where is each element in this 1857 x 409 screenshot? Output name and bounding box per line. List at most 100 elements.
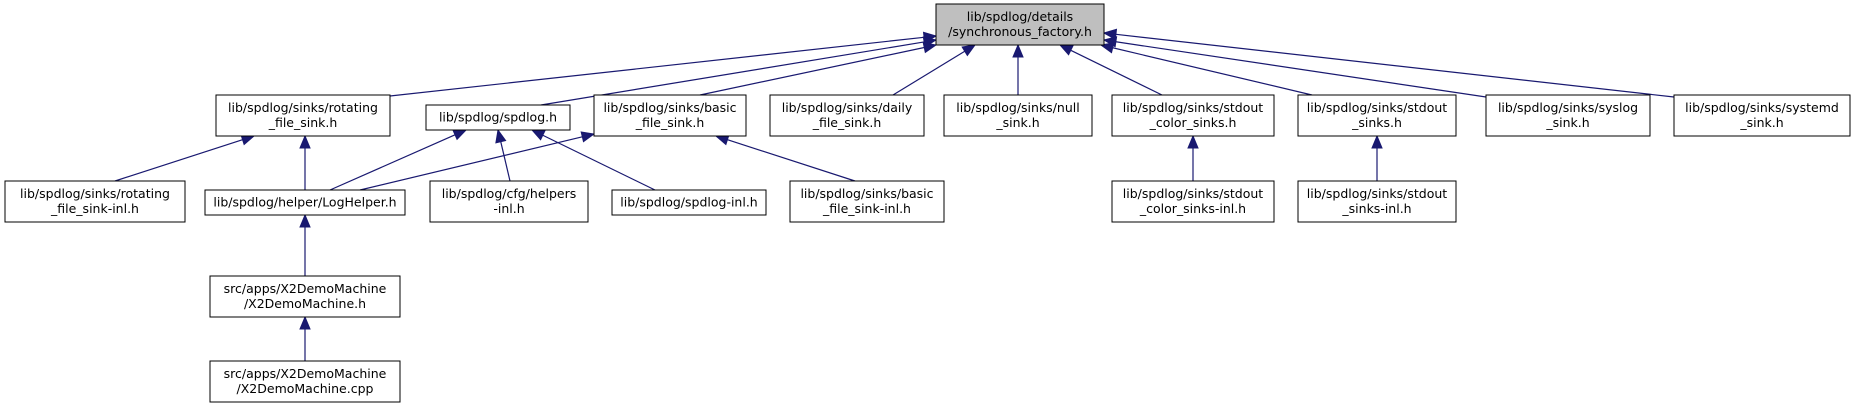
node-label-line: lib/spdlog/details: [967, 9, 1073, 24]
edge-cfg_helpers_inl-to-spdlog_h: [495, 128, 511, 182]
edge-line: [892, 50, 966, 96]
node-null_sink[interactable]: lib/spdlog/sinks/null_sink.h: [943, 94, 1093, 137]
node-label-line: lib/spdlog/sinks/null: [956, 100, 1079, 115]
node-label-line: lib/spdlog/spdlog-inl.h: [620, 195, 757, 210]
node-daily_file_sink[interactable]: lib/spdlog/sinks/daily_file_sink.h: [769, 94, 925, 137]
node-box[interactable]: [209, 275, 401, 318]
node-box[interactable]: [1297, 180, 1457, 223]
node-x2demo_cpp[interactable]: src/apps/X2DemoMachine/X2DemoMachine.cpp: [209, 360, 401, 403]
node-box[interactable]: [1673, 94, 1851, 137]
node-box[interactable]: [1111, 180, 1275, 223]
node-basic_file_sink[interactable]: lib/spdlog/sinks/basic_file_sink.h: [593, 94, 747, 137]
edge-line: [329, 134, 456, 191]
node-box[interactable]: [593, 94, 747, 137]
arrowhead-icon: [1012, 43, 1024, 58]
node-label-line: _sink.h: [1739, 115, 1783, 130]
edge-null_sink-to-sync_factory: [1012, 43, 1024, 95]
edge-line: [540, 41, 925, 106]
arrowhead-icon: [922, 41, 938, 54]
node-box[interactable]: [204, 189, 406, 216]
node-stdout_color_sinks[interactable]: lib/spdlog/sinks/stdout_color_sinks.h: [1111, 94, 1275, 137]
node-label-line: /synchronous_factory.h: [948, 24, 1092, 39]
edge-stdout_sinks-to-sync_factory: [1099, 42, 1313, 96]
node-box[interactable]: [215, 94, 391, 137]
node-box[interactable]: [935, 3, 1105, 46]
node-basic_file_sink_inl[interactable]: lib/spdlog/sinks/basic_file_sink-inl.h: [789, 180, 945, 223]
node-label-line: _file_sink.h: [635, 115, 705, 130]
node-box[interactable]: [209, 360, 401, 403]
node-label-line: _sinks-inl.h: [1341, 201, 1411, 216]
node-label-line: lib/spdlog/sinks/rotating: [20, 186, 170, 201]
node-x2demo_h[interactable]: src/apps/X2DemoMachine/X2DemoMachine.h: [209, 275, 401, 318]
arrowhead-icon: [1102, 36, 1118, 48]
node-label-line: _sinks.h: [1351, 115, 1402, 130]
node-label-line: lib/spdlog/sinks/daily: [782, 100, 913, 115]
node-box[interactable]: [1485, 94, 1651, 137]
node-sync_factory[interactable]: lib/spdlog/details/synchronous_factory.h: [935, 3, 1105, 46]
edge-loghelper-to-basic_file_sink: [359, 131, 596, 191]
node-box[interactable]: [429, 180, 589, 223]
arrowhead-icon: [495, 128, 507, 144]
edge-line: [1112, 47, 1313, 96]
edge-line: [359, 136, 583, 191]
arrowhead-icon: [452, 129, 468, 141]
node-stdout_sinks[interactable]: lib/spdlog/sinks/stdout_sinks.h: [1297, 94, 1457, 137]
arrowhead-icon: [1102, 28, 1118, 41]
node-label-line: lib/spdlog/sinks/systemd: [1685, 100, 1839, 115]
node-box[interactable]: [425, 104, 571, 131]
node-label-line: _color_sinks.h: [1149, 115, 1237, 130]
edge-line: [114, 139, 243, 182]
nodes-layer: lib/spdlog/details/synchronous_factory.h…: [4, 3, 1851, 403]
edge-spdlog_inl-to-spdlog_h: [530, 129, 656, 191]
node-label-line: lib/spdlog/sinks/basic: [603, 100, 736, 115]
node-rotating_file_sink[interactable]: lib/spdlog/sinks/rotating_file_sink.h: [215, 94, 391, 137]
arrowhead-icon: [1187, 134, 1199, 149]
node-label-line: lib/spdlog/spdlog.h: [439, 110, 557, 125]
node-label-line: lib/spdlog/sinks/syslog: [1498, 100, 1638, 115]
node-label-line: lib/spdlog/sinks/basic: [800, 186, 933, 201]
node-label-line: _color_sinks-inl.h: [1139, 201, 1246, 216]
edge-stdout_color_sinks_inl-to-stdout_color_sinks: [1187, 134, 1199, 181]
node-label-line: lib/spdlog/sinks/stdout: [1307, 186, 1448, 201]
arrowhead-icon: [961, 44, 977, 57]
node-box[interactable]: [943, 94, 1093, 137]
edge-loghelper-to-rotating_file_sink: [299, 134, 311, 190]
node-loghelper[interactable]: lib/spdlog/helper/LogHelper.h: [204, 189, 406, 216]
edge-line: [1070, 49, 1163, 96]
arrowhead-icon: [1058, 44, 1074, 56]
node-rotating_file_sink_inl[interactable]: lib/spdlog/sinks/rotating_file_sink-inl.…: [4, 180, 186, 223]
edge-x2demo_cpp-to-x2demo_h: [299, 315, 311, 361]
node-box[interactable]: [1111, 94, 1275, 137]
node-box[interactable]: [611, 189, 767, 216]
edge-loghelper-to-spdlog_h: [329, 129, 468, 191]
node-label-line: _file_sink.h: [812, 115, 882, 130]
node-spdlog_h[interactable]: lib/spdlog/spdlog.h: [425, 104, 571, 131]
arrowhead-icon: [299, 213, 311, 228]
node-box[interactable]: [769, 94, 925, 137]
node-label-line: lib/spdlog/sinks/stdout: [1307, 100, 1448, 115]
edge-line: [542, 134, 656, 191]
node-stdout_sinks_inl[interactable]: lib/spdlog/sinks/stdout_sinks-inl.h: [1297, 180, 1457, 223]
edge-line: [727, 139, 856, 182]
node-label-line: _file_sink-inl.h: [822, 201, 911, 216]
node-box[interactable]: [789, 180, 945, 223]
node-label-line: src/apps/X2DemoMachine: [224, 281, 387, 296]
node-label-line: /X2DemoMachine.cpp: [237, 381, 374, 396]
edge-rotating_file_sink_inl-to-rotating_file_sink: [114, 134, 256, 182]
node-systemd_sink[interactable]: lib/spdlog/sinks/systemd_sink.h: [1673, 94, 1851, 137]
node-cfg_helpers_inl[interactable]: lib/spdlog/cfg/helpers-inl.h: [429, 180, 589, 223]
edge-line: [500, 141, 511, 182]
node-syslog_sink[interactable]: lib/spdlog/sinks/syslog_sink.h: [1485, 94, 1651, 137]
node-box[interactable]: [4, 180, 186, 223]
edges-layer: [114, 28, 1675, 361]
node-spdlog_inl[interactable]: lib/spdlog/spdlog-inl.h: [611, 189, 767, 216]
node-label-line: -inl.h: [493, 201, 524, 216]
node-box[interactable]: [1297, 94, 1457, 137]
edge-basic_file_sink_inl-to-basic_file_sink: [714, 134, 856, 182]
node-stdout_color_sinks_inl[interactable]: lib/spdlog/sinks/stdout_color_sinks-inl.…: [1111, 180, 1275, 223]
edge-systemd_sink-to-sync_factory: [1102, 28, 1675, 98]
edge-x2demo_h-to-loghelper: [299, 213, 311, 276]
node-label-line: src/apps/X2DemoMachine: [224, 366, 387, 381]
arrowhead-icon: [1371, 134, 1383, 149]
